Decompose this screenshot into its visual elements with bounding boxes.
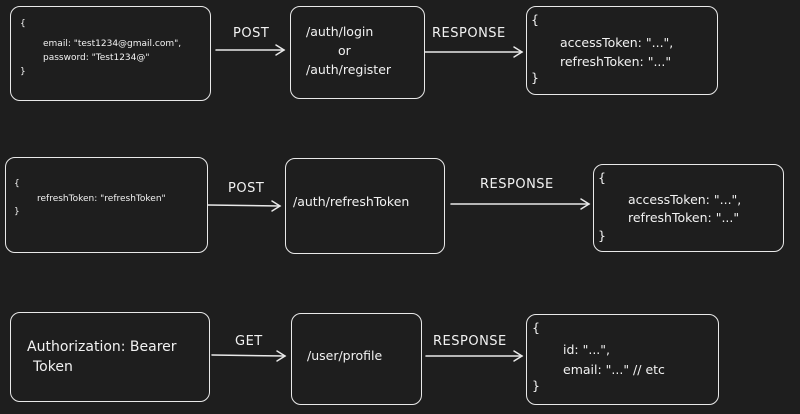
row1-request-open-brace: { — [20, 19, 26, 29]
row2-request-line1: refreshToken: "refreshToken" — [37, 194, 166, 204]
row1-response-line2: refreshToken: "..." — [560, 54, 672, 69]
row3-request-line1: Authorization: Bearer — [27, 339, 177, 355]
row2-response-open-brace: { — [598, 170, 606, 185]
row2-endpoint-line1: /auth/refreshToken — [293, 194, 410, 209]
row1-response-box — [526, 6, 718, 95]
row1-endpoint-line1: /auth/login — [306, 24, 374, 39]
row3-request-line2: Token — [33, 359, 73, 375]
row1-endpoint-line2: or — [338, 43, 351, 58]
row1-response-close-brace: } — [531, 70, 539, 85]
arrow-row3-request — [211, 350, 287, 362]
row2-response-label: RESPONSE — [480, 177, 554, 192]
arrow-row3-response — [425, 350, 524, 362]
row1-response-label: RESPONSE — [432, 26, 506, 41]
row3-response-box — [526, 314, 719, 405]
arrow-row1-response — [424, 46, 524, 58]
row3-endpoint-line1: /user/profile — [307, 348, 383, 363]
row2-request-open-brace: { — [14, 179, 20, 189]
row1-response-line1: accessToken: "...", — [560, 35, 674, 50]
row1-method-label: POST — [233, 26, 270, 41]
arrow-row1-request — [215, 44, 286, 56]
arrow-row2-response — [450, 198, 591, 210]
row2-method-label: POST — [228, 181, 265, 196]
row2-request-close-brace: } — [14, 207, 20, 217]
row3-response-label: RESPONSE — [433, 334, 507, 349]
row1-request-line2: password: "Test1234@" — [43, 53, 150, 63]
row3-method-label: GET — [235, 334, 263, 349]
row3-response-line2: email: "..." // etc — [563, 362, 665, 377]
row1-endpoint-line3: /auth/register — [306, 62, 392, 77]
row3-response-open-brace: { — [532, 320, 540, 335]
row2-response-line2: refreshToken: "..." — [628, 210, 740, 225]
row3-response-close-brace: } — [532, 378, 540, 393]
row2-response-box — [593, 164, 784, 252]
row2-endpoint-box — [285, 158, 445, 254]
row2-request-box — [5, 157, 208, 253]
row1-request-line1: email: "test1234@gmail.com", — [43, 39, 182, 49]
row2-response-line1: accessToken: "...", — [628, 192, 742, 207]
arrow-row2-request — [207, 200, 282, 212]
row1-request-box — [10, 6, 211, 101]
row1-request-close-brace: } — [20, 67, 26, 77]
row3-request-box — [10, 312, 210, 402]
row3-response-line1: id: "...", — [563, 342, 610, 357]
row3-endpoint-box — [291, 313, 422, 405]
row2-response-close-brace: } — [598, 228, 606, 243]
row1-response-open-brace: { — [531, 12, 539, 27]
row1-endpoint-box — [290, 6, 425, 99]
